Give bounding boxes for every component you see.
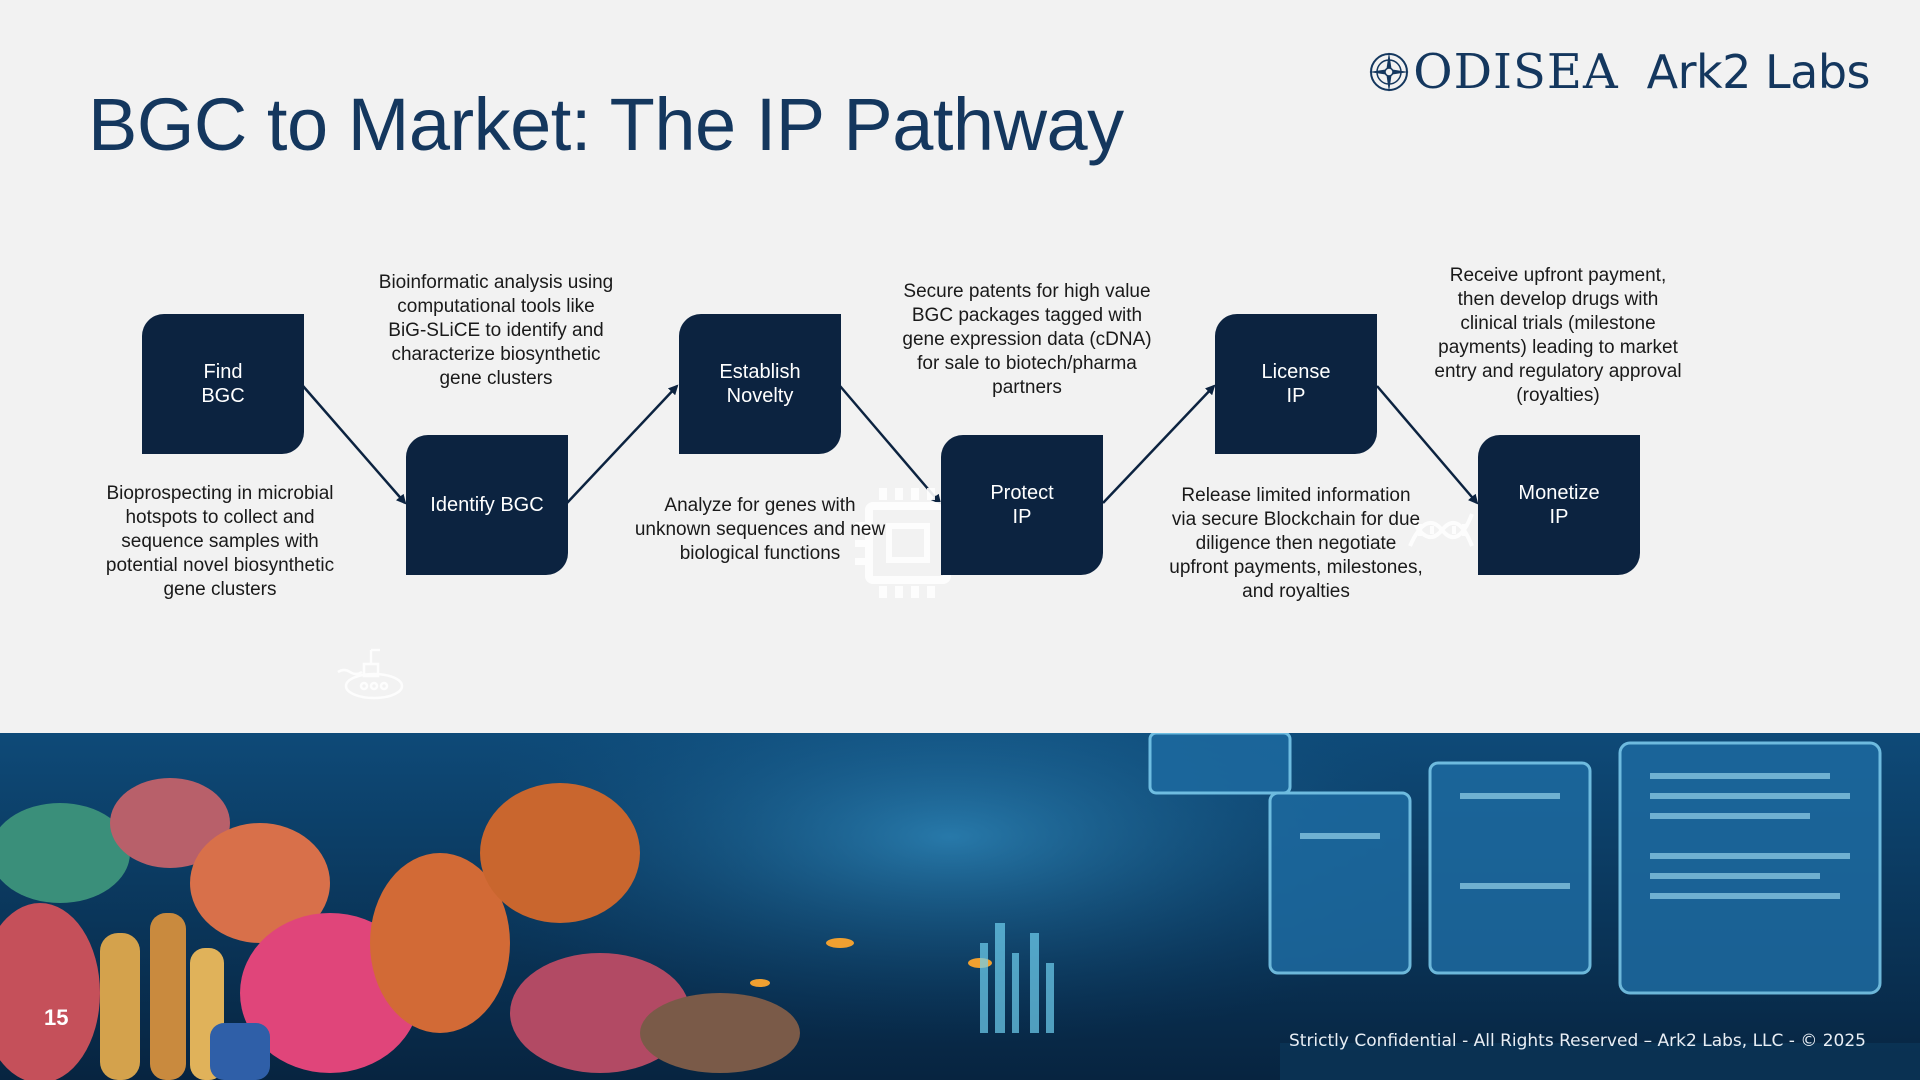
arrow-1 — [302, 385, 407, 505]
arrow-4 — [1102, 384, 1216, 504]
ark2-labs-logo: Ark2 Labs — [1646, 45, 1871, 99]
step-find-bgc: Find BGC — [142, 314, 304, 454]
confidential-footer: Strictly Confidential - All Rights Reser… — [1288, 1031, 1866, 1051]
arrow-5 — [1376, 385, 1479, 505]
desc-monetize-ip: Receive upfront payment, then develop dr… — [1434, 265, 1682, 406]
arrow-2 — [566, 384, 679, 504]
page-number: 15 — [44, 1005, 69, 1030]
logo-group: ODISEA Ark2 Labs — [1367, 44, 1871, 100]
submarine-icon — [337, 648, 404, 700]
coral-reef-image — [0, 733, 1920, 1080]
odisea-wordmark: ODISEA — [1413, 44, 1619, 100]
step-license-ip: License IP — [1215, 314, 1377, 454]
desc-license-ip: Release limited information via secure B… — [1169, 485, 1423, 602]
step-monetize-ip: Monetize IP — [1478, 435, 1640, 575]
step-protect-ip: Protect IP — [941, 435, 1103, 575]
compass-logo-icon — [1369, 52, 1410, 92]
arrow-3 — [839, 385, 942, 505]
step-establish-novelty: Establish Novelty — [679, 314, 841, 454]
slide-title: BGC to Market: The IP Pathway — [88, 83, 1124, 166]
odisea-logo: ODISEA — [1367, 44, 1618, 100]
dna-icon — [1408, 513, 1474, 547]
step-identify-bgc: Identify BGC — [406, 435, 568, 575]
desc-protect-ip: Secure patents for high value BGC packag… — [902, 281, 1152, 398]
desc-establish-novelty: Analyze for genes with unknown sequences… — [634, 495, 886, 564]
desc-identify-bgc: Bioinformatic analysis using computation… — [378, 272, 614, 389]
flow-arrows — [302, 384, 1479, 505]
desc-find-bgc: Bioprospecting in microbial hotspots to … — [105, 483, 335, 600]
